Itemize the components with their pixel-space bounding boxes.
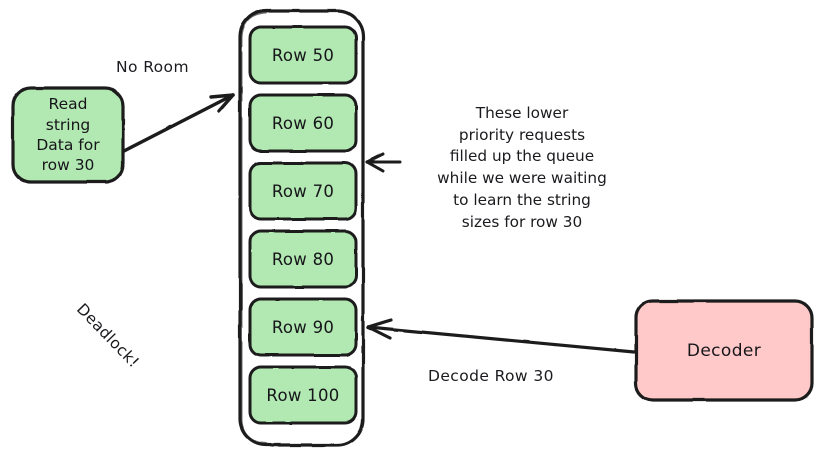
queue-item-row-100-shape[interactable] xyxy=(248,365,358,425)
queue-note-arrow xyxy=(365,152,402,173)
decode-row-arrow xyxy=(366,318,636,354)
queue-note-line-1: These lower xyxy=(475,104,569,122)
queue-note-line-5: to learn the string xyxy=(453,190,591,209)
queue-filled-annotation: These lower priority requests filled up … xyxy=(404,103,640,233)
queue-note-line-4: while we were waiting xyxy=(437,169,607,188)
queue-note-line-2: priority requests xyxy=(458,125,586,144)
queue-note-line-6: sizes for row 30 xyxy=(461,212,583,231)
queue-item-row-70-shape[interactable] xyxy=(248,161,358,221)
decode-row-edge-label: Decode Row 30 xyxy=(428,367,554,385)
queue-item-row-80-shape[interactable] xyxy=(248,229,358,289)
queue-note-line-3: filled up the queue xyxy=(449,147,595,166)
decoder-shape[interactable] xyxy=(634,299,814,402)
no-room-arrow xyxy=(122,93,235,153)
queue-item-row-60-shape[interactable] xyxy=(248,93,358,153)
read-string-data-request-shape[interactable] xyxy=(11,86,125,184)
no-room-edge-label: No Room xyxy=(116,58,189,76)
queue-item-row-50-shape[interactable] xyxy=(248,25,358,85)
queue-item-row-90-shape[interactable] xyxy=(248,297,358,357)
